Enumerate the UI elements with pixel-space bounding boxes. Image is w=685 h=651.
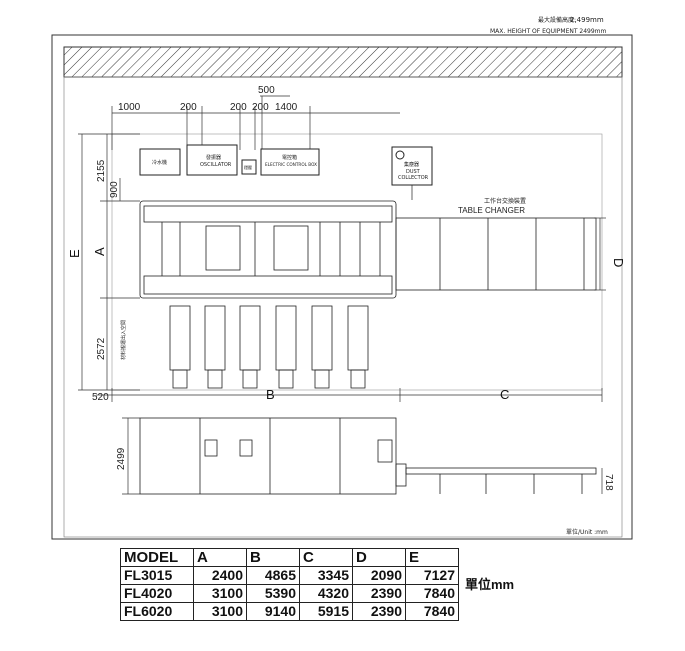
cell-d: 2390: [352, 584, 406, 603]
cell-model: FL4020: [120, 584, 194, 603]
cell-e: 7127: [405, 566, 459, 585]
cell-c: 5915: [299, 602, 353, 621]
dust-collector-circle: [395, 150, 405, 160]
dim-520: 520: [92, 392, 109, 403]
dust-label-en2: COLLECTOR: [398, 175, 429, 181]
cell-c: 4320: [299, 584, 353, 603]
dust-label-cn: 集塵器: [404, 161, 419, 168]
unit-note: 單位/Unit :mm: [566, 528, 608, 536]
cell-b: 4865: [246, 566, 300, 585]
drawing-frame: [51, 34, 633, 540]
model-spec-table: MODEL A B C D E 單位mm FL3015 2400 4865 33…: [120, 548, 517, 621]
letter-C: C: [500, 387, 509, 402]
cell-e: 7840: [405, 602, 459, 621]
cell-a: 3100: [193, 602, 247, 621]
cell-b: 9140: [246, 602, 300, 621]
header-D: D: [352, 548, 406, 567]
cell-d: 2390: [352, 602, 406, 621]
regulator-box: [241, 159, 257, 175]
floor-area: [63, 76, 623, 538]
max-height-en: MAX. HEIGHT OF EQUIPMENT 2499mm: [490, 28, 607, 35]
working-area: [111, 133, 603, 391]
cell-model: FL6020: [120, 602, 194, 621]
letter-E: E: [67, 249, 82, 258]
table-row: FL3015 2400 4865 3345 2090 7127: [120, 566, 518, 585]
left-dimension-lines: [78, 133, 140, 391]
dim-200-c: 200: [252, 102, 269, 113]
max-height-cn: 最大設備高度:: [538, 16, 576, 24]
wall-hatch: [63, 46, 623, 78]
control-box: [260, 148, 320, 176]
machine-elevation: [139, 417, 597, 495]
dim-2499: 2499: [116, 447, 127, 470]
elevation-dimension-lines: [122, 417, 603, 495]
dust-collector-box: [391, 146, 433, 186]
unit-label: 單位mm: [465, 577, 515, 592]
machine-plan: [139, 200, 397, 299]
letter-D: D: [611, 258, 626, 267]
table-row: FL4020 3100 5390 4320 2390 7840: [120, 584, 518, 603]
bottom-dimension-lines: [96, 388, 603, 402]
cell-a: 3100: [193, 584, 247, 603]
dim-200-a: 200: [180, 102, 197, 113]
letter-B: B: [266, 387, 275, 402]
dim-200-b: 200: [230, 102, 247, 113]
table-row: FL6020 3100 9140 5915 2390 7840: [120, 602, 518, 621]
oscillator-box: [186, 144, 238, 176]
cell-c: 3345: [299, 566, 353, 585]
control-label-cn: 電控箱: [282, 154, 297, 161]
letter-A: A: [92, 247, 107, 256]
unload-space-label: 材料搬運出入空間: [120, 320, 127, 360]
header-B: B: [246, 548, 300, 567]
dim-2155: 2155: [96, 159, 107, 182]
table-changer-en: TABLE CHANGER: [458, 206, 525, 215]
oscillator-label-en: OSCILLATOR: [200, 162, 232, 168]
right-dimension-lines: [594, 217, 606, 291]
cell-e: 7840: [405, 584, 459, 603]
dust-label-en1: DUST: [406, 169, 421, 175]
cell-d: 2090: [352, 566, 406, 585]
dim-1400: 1400: [275, 102, 298, 113]
header-C: C: [299, 548, 353, 567]
max-height-value: 2,499mm: [570, 16, 604, 24]
dim-900: 900: [109, 181, 120, 198]
cell-model: FL3015: [120, 566, 194, 585]
header-E: E: [405, 548, 459, 567]
control-label-en: ELECTRIC CONTROL BOX: [265, 162, 317, 167]
dim-718: 718: [603, 474, 614, 491]
top-dimension-lines: [111, 95, 400, 150]
header-A: A: [193, 548, 247, 567]
cell-a: 2400: [193, 566, 247, 585]
dim-1000: 1000: [118, 102, 141, 113]
table-header-row: MODEL A B C D E 單位mm: [120, 548, 518, 592]
chiller-label: 冷水機: [152, 159, 167, 166]
cell-b: 5390: [246, 584, 300, 603]
dim-2572: 2572: [96, 337, 107, 360]
table-changer-plan: [395, 217, 597, 291]
header-model: MODEL: [120, 548, 194, 567]
regulator-label: 穩壓: [244, 164, 252, 170]
dim-500: 500: [258, 85, 275, 96]
pallet-row: [169, 305, 369, 389]
table-changer-cn: 工作台交換裝置: [484, 197, 526, 205]
chiller-box: [139, 148, 181, 176]
oscillator-label-cn: 發振器: [206, 154, 221, 161]
